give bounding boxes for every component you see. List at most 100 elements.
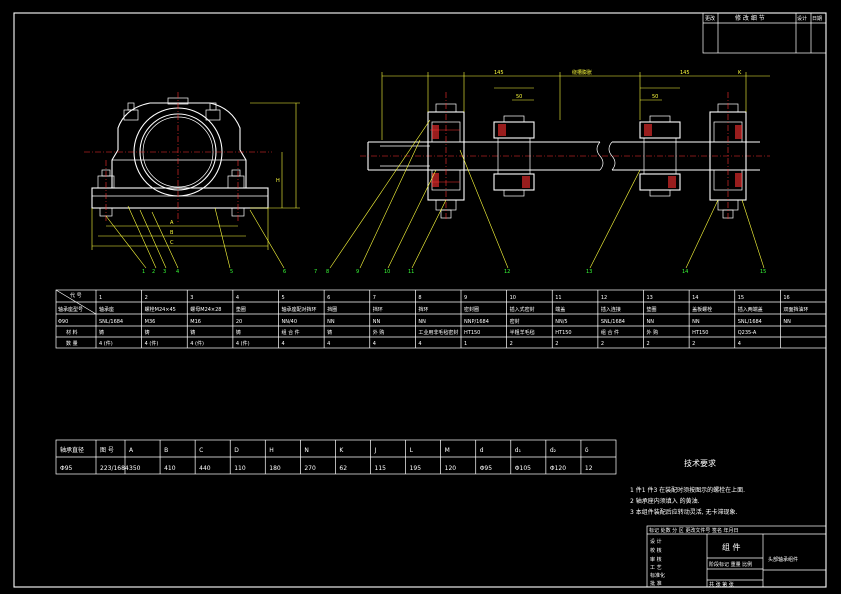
parts-cell-codes-3: M16 — [190, 319, 201, 325]
dim-cell-values-1: Φ95 — [60, 465, 73, 472]
svg-text:A: A — [170, 220, 174, 226]
parts-cell-names-10: 插入式密封 — [510, 306, 535, 313]
parts-cell-codes-5: NN/40 — [282, 319, 298, 325]
parts-cell-numbers-1: 1 — [99, 295, 102, 301]
parts-cell-codes-2: M36 — [145, 319, 156, 325]
parts-cell-numbers-4: 4 — [236, 295, 239, 301]
tech-item-3: 3 本组件装配后应转动灵活, 无卡滞现象. — [630, 508, 738, 516]
parts-row-code-label: 轴承座型号 — [58, 306, 83, 313]
title-row-4: 工 艺 — [650, 565, 662, 571]
parts-cell-names-12: 插入连接 — [601, 306, 621, 313]
parts-cell-names-4: 垫圈 — [236, 306, 246, 313]
dim-cell-values-5: 440 — [199, 465, 211, 472]
svg-text:5: 5 — [230, 269, 233, 275]
dim-cell-values-9: 62 — [339, 465, 347, 472]
dim-cell-headers-16: δ — [585, 447, 589, 454]
parts-cell-numbers-5: 5 — [282, 295, 285, 301]
parts-row-material-label: 材 料 — [66, 329, 78, 336]
dim-cell-values-11: 195 — [410, 465, 422, 472]
parts-cell-qty-5: 4 — [282, 341, 285, 347]
title-block: 标记 处数 分 区 更改文件号 签名 年月日 设 计 校 核 审 核 工 艺 标… — [646, 525, 827, 588]
svg-text:15: 15 — [760, 269, 766, 275]
dim-cell-values-15: Φ120 — [550, 465, 566, 472]
parts-cell-codes-15: SNL/1684 — [738, 319, 762, 325]
dim-cell-headers-14: d₁ — [515, 447, 522, 454]
parts-cell-materials-9: HT150 — [464, 330, 480, 336]
dim-cell-headers-10: J — [374, 447, 377, 454]
parts-cell-materials-3: 铸 — [190, 329, 195, 336]
parts-cell-codes-10: 密封 — [510, 318, 520, 325]
dim-cell-values-10: 115 — [375, 465, 387, 472]
parts-cell-numbers-7: 7 — [373, 295, 376, 301]
dim-cell-headers-6: D — [234, 447, 239, 454]
svg-text:6: 6 — [283, 269, 286, 275]
dim-cell-values-16: 12 — [585, 465, 593, 472]
parts-cell-names-16: 双面挡油环 — [783, 306, 808, 313]
rev-col-date: 日期 — [812, 16, 822, 22]
parts-header-label: 代 号 — [70, 292, 82, 299]
parts-cell-materials-2: 铸 — [145, 329, 150, 336]
dim-k: K — [738, 70, 742, 76]
svg-text:10: 10 — [384, 269, 390, 275]
parts-cell-qty-10: 2 — [510, 341, 513, 347]
shaft-assembly-section: 145 绕槽膨胀 145 K 50 50 — [329, 69, 770, 269]
svg-text:13: 13 — [586, 269, 592, 275]
parts-cell-numbers-15: 15 — [738, 295, 744, 301]
parts-cell-qty-11: 2 — [555, 341, 558, 347]
dim-h: H — [276, 178, 280, 184]
dim-145-left: 145 — [494, 70, 504, 76]
svg-text:12: 12 — [504, 269, 510, 275]
parts-cell-numbers-6: 6 — [327, 295, 330, 301]
parts-cell-numbers-11: 11 — [555, 295, 561, 301]
dim-cell-headers-8: N — [304, 447, 309, 454]
dim-cell-headers-3: A — [129, 447, 134, 454]
dim-cell-headers-12: M — [445, 447, 450, 454]
revision-table: 更改 修 改 细 节 设计 日期 — [702, 12, 827, 54]
parts-cell-materials-8: 工业用非毛毡密封 — [418, 329, 458, 336]
svg-text:8: 8 — [326, 269, 329, 275]
parts-cell-codes-13: NN — [647, 319, 655, 325]
parts-cell-materials-5: 组 合 件 — [282, 329, 300, 336]
svg-text:9: 9 — [356, 269, 359, 275]
parts-cell-qty-15: 4 — [738, 341, 741, 347]
parts-cell-names-11: 端盖 — [555, 306, 565, 313]
parts-cell-materials-4: 铸 — [236, 329, 241, 336]
parts-cell-numbers-8: 8 — [418, 295, 421, 301]
parts-cell-numbers-10: 10 — [510, 295, 516, 301]
dim-50-left: 50 — [516, 94, 522, 100]
parts-cell-materials-10: 半粗羊毛毡 — [510, 329, 535, 336]
rev-col-design: 设计 — [797, 15, 807, 22]
parts-cell-qty-13: 2 — [647, 341, 650, 347]
parts-cell-codes-14: NN — [692, 319, 700, 325]
dim-cell-headers-9: K — [339, 447, 344, 454]
svg-text:4: 4 — [176, 269, 179, 275]
parts-cell-materials-6: 铸 — [327, 329, 332, 336]
dim-cell-values-13: Φ95 — [480, 465, 493, 472]
rev-col-change: 更改 — [705, 15, 715, 22]
parts-cell-codes-6: NN — [327, 319, 335, 325]
svg-text:2: 2 — [152, 269, 155, 275]
dim-145-right: 145 — [680, 70, 690, 76]
parts-cell-names-14: 盖板螺栓 — [692, 306, 712, 313]
parts-cell-numbers-14: 14 — [692, 295, 698, 301]
parts-cell-names-3: 螺母M24×28 — [190, 306, 221, 313]
title-stage-labels: 阶段标记 重量 比例 — [709, 561, 752, 568]
parts-cell-names-8: 挡环 — [418, 306, 428, 313]
parts-cell-qty-1: 4 (件) — [99, 340, 113, 347]
parts-cell-qty-6: 4 — [327, 341, 330, 347]
parts-cell-qty-3: 4 (件) — [190, 340, 204, 347]
dim-cell-headers-7: H — [269, 447, 274, 454]
dim-cell-headers-1: 轴承直径 — [60, 446, 84, 454]
parts-cell-qty-4: 4 (件) — [236, 340, 250, 347]
callouts-right: 7 8 9 10 11 12 13 14 15 — [314, 269, 766, 275]
technical-requirements: 技术要求 1 件1 件3 在装配时须按图示的螺栓在上面. 2 轴承座内须填入 的… — [630, 458, 745, 516]
parts-cell-numbers-16: 16 — [783, 295, 789, 301]
parts-cell-codes-8: NN — [418, 319, 426, 325]
dim-50-right: 50 — [652, 94, 658, 100]
parts-cell-codes-11: NN/5 — [555, 319, 567, 325]
parts-cell-qty-14: 2 — [692, 341, 695, 347]
parts-cell-numbers-9: 9 — [464, 295, 467, 301]
parts-cell-qty-2: 4 (件) — [145, 340, 159, 347]
